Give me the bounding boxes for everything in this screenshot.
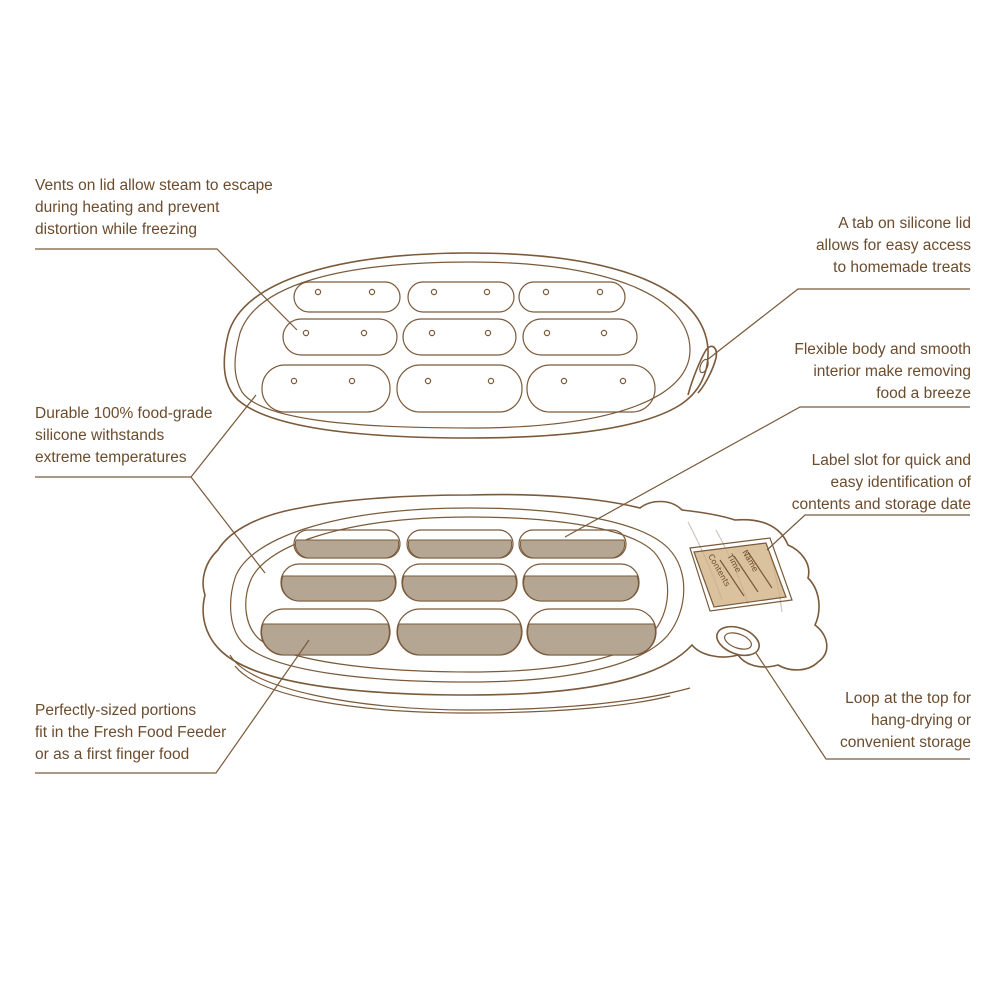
callout-line: extreme temperatures [35, 449, 187, 466]
leader-line-loop [755, 652, 970, 760]
lid-cavity [518, 281, 626, 313]
lid-cavity [522, 318, 638, 356]
callout-line: food a breeze [876, 385, 971, 402]
callout-line: Label slot for quick and [811, 452, 971, 469]
callout-line: during heating and prevent [35, 199, 220, 216]
hanging-loop [716, 625, 760, 657]
callout-line: contents and storage date [791, 496, 971, 513]
callout-line: or as a first finger food [35, 746, 190, 763]
lid-cavity [261, 364, 391, 413]
tray-cavity [280, 563, 397, 602]
leader-line-portions [35, 639, 310, 774]
callout-line: A tab on silicone lid [838, 215, 971, 232]
leader-line-tab [706, 288, 970, 361]
tray-cavity [293, 529, 401, 559]
callout-label-slot: Label slot for quick and easy identifica… [792, 450, 971, 516]
callout-line: silicone withstands [35, 427, 165, 444]
callout-line: distortion while freezing [35, 221, 197, 238]
callout-portions: Perfectly-sized portions fit in the Fres… [35, 700, 226, 766]
tray-cavity [522, 563, 640, 602]
tray-cavity [518, 529, 627, 559]
callout-line: hang-drying or [871, 712, 971, 729]
callout-line: Durable 100% food-grade [35, 405, 213, 422]
callout-line: interior make removing [813, 363, 971, 380]
callout-flexible: Flexible body and smooth interior make r… [794, 339, 971, 405]
silicone-tray: Name Time Contents [202, 493, 828, 714]
leader-lines [35, 248, 970, 774]
callout-durable: Durable 100% food-grade silicone withsta… [35, 403, 213, 469]
callout-line: to homemade treats [833, 259, 971, 276]
leader-line-vents [35, 248, 298, 331]
callout-line: easy identification of [830, 474, 971, 491]
tray-cavity [526, 608, 657, 656]
callout-line: Loop at the top for [845, 690, 971, 707]
callout-tab: A tab on silicone lid allows for easy ac… [816, 213, 971, 279]
leader-line-flexible [564, 406, 970, 538]
lid-cavity [526, 364, 656, 413]
leader-line-durable-tray [190, 476, 266, 574]
callout-loop: Loop at the top for hang-drying or conve… [840, 688, 971, 754]
lid-cavity [282, 318, 398, 356]
callout-vents: Vents on lid allow steam to escape durin… [35, 175, 273, 241]
lid-cavity [407, 281, 515, 313]
callout-line: fit in the Fresh Food Feeder [35, 724, 227, 741]
callout-line: Flexible body and smooth [794, 341, 971, 358]
lid-cavity [396, 364, 523, 413]
tray-cavity [396, 608, 523, 656]
callout-line: convenient storage [840, 734, 971, 751]
lid-cavity [293, 281, 401, 313]
leader-line-label [766, 514, 970, 551]
tray-cavity [401, 563, 518, 602]
lid-cavity [402, 318, 517, 356]
tray-cavity [260, 608, 391, 656]
callout-line: allows for easy access [815, 237, 971, 254]
label-slot: Name Time Contents [689, 537, 793, 612]
callout-line: Vents on lid allow steam to escape [35, 177, 273, 194]
silicone-lid [223, 252, 718, 439]
tray-cavity [406, 529, 514, 559]
callout-line: Perfectly-sized portions [35, 702, 197, 719]
lid-tab [687, 345, 718, 396]
